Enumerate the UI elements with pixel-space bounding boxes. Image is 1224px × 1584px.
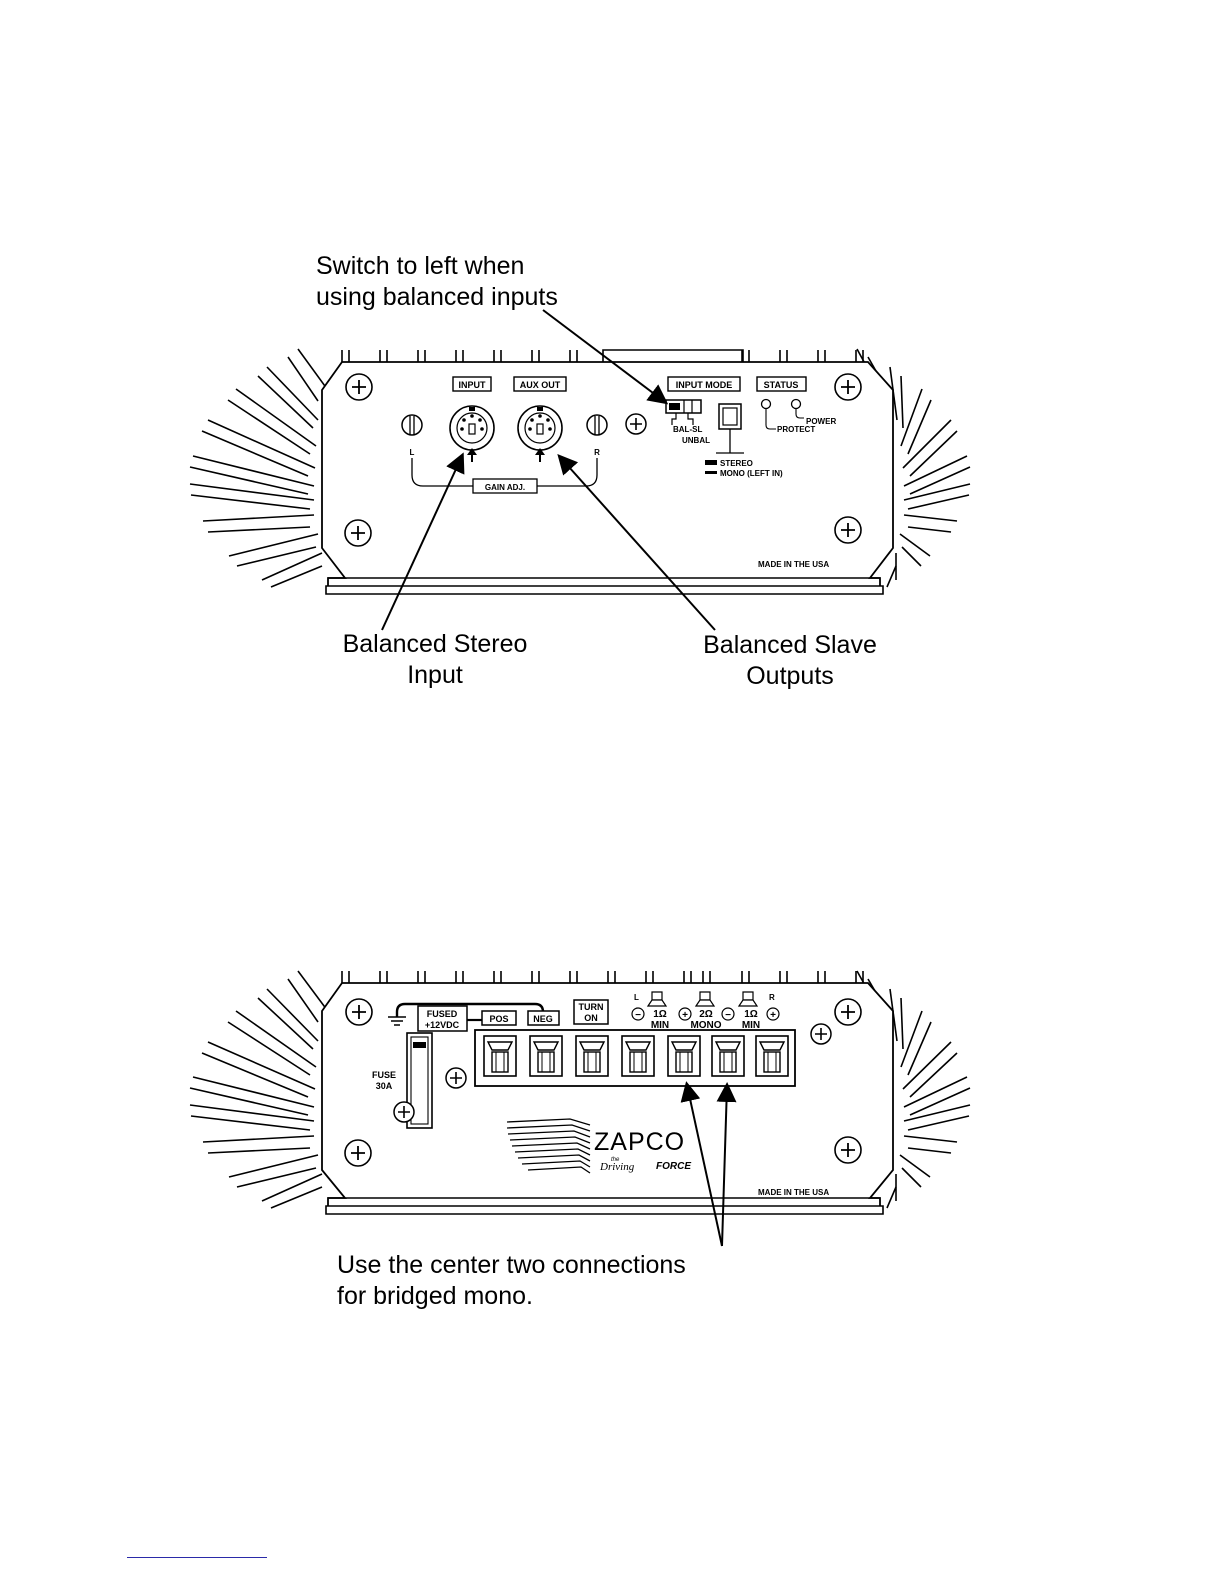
aux-out-din-jack[interactable]: [517, 405, 563, 451]
front-panel: INPUT AUX OUT: [189, 348, 971, 595]
minus-right: −: [725, 1010, 731, 1021]
stereo-mono-push-button[interactable]: [718, 403, 742, 430]
left-heatsink-fins: [189, 348, 331, 588]
input-label: INPUT: [459, 380, 487, 390]
rear-screw-right-small: [810, 1023, 832, 1045]
gain-pot-right[interactable]: [586, 414, 608, 436]
aux-out-label: AUX OUT: [520, 380, 561, 390]
rear-screw-top-left: [345, 998, 373, 1026]
speaker-right-label: R: [769, 993, 775, 1002]
gain-pot-left[interactable]: [401, 414, 423, 436]
gain-right-label: R: [594, 448, 600, 457]
mono-left-in-label: MONO (LEFT IN): [720, 469, 783, 478]
switch-note-line2: using balanced inputs: [316, 283, 558, 311]
gain-left-label: L: [410, 448, 415, 457]
front-callout-arrows: [381, 309, 716, 631]
fuse-label-line2: 30A: [376, 1081, 393, 1091]
switch-note: Switch to left when using balanced input…: [316, 251, 558, 313]
slogan-driving: Driving: [599, 1161, 635, 1173]
rear-screw-bottom-right: [834, 1136, 862, 1164]
rear-screw-bottom-left: [344, 1139, 372, 1167]
slave-outputs-line1: Balanced Slave: [703, 631, 877, 659]
min1-ohm-label: 1Ω: [653, 1009, 667, 1020]
ground-icon: [388, 1002, 545, 1026]
fuse-screw: [393, 1101, 415, 1123]
front-screw-top-right: [834, 373, 862, 401]
plus-right: +: [770, 1010, 776, 1021]
front-screw-small: [625, 413, 647, 435]
terminal-left-minus[interactable]: [621, 1035, 655, 1077]
fuse-label-line1: FUSE: [372, 1070, 396, 1080]
stereo-input-line1: Balanced Stereo: [342, 630, 528, 658]
slogan-the: the: [611, 1157, 620, 1163]
front-screw-bottom-right: [834, 516, 862, 544]
switch-note-line1: Switch to left when: [316, 252, 525, 280]
unbal-label: UNBAL: [682, 436, 710, 445]
rear-right-heatsink-fins: [856, 970, 971, 1209]
bridge-note-line2: for bridged mono.: [337, 1282, 533, 1310]
stereo-input-line2: Input: [407, 661, 463, 689]
protect-label: PROTECT: [777, 425, 815, 434]
min1-min-label: MIN: [651, 1020, 669, 1031]
rear-screw-mid-small: [445, 1067, 467, 1089]
front-screw-top-left: [345, 373, 373, 401]
input-din-jack[interactable]: [449, 405, 495, 451]
gain-adj-label: GAIN ADJ.: [485, 483, 525, 492]
plus-left: +: [682, 1010, 688, 1021]
stereo-label: STEREO: [720, 459, 753, 468]
bridge-note: Use the center two connections for bridg…: [337, 1250, 686, 1312]
turn-on-label-line1: TURN: [579, 1002, 604, 1012]
pos-label: POS: [489, 1014, 508, 1024]
zapco-logo: ZAPCO the Driving FORCE: [506, 1118, 691, 1174]
fused-label-line2: +12VDC: [425, 1020, 460, 1030]
fused-label-line1: FUSED: [427, 1009, 458, 1019]
zapco-brand-text: ZAPCO: [594, 1128, 685, 1156]
rear-callout-arrows: [680, 1081, 737, 1247]
mono-ohm-label: 2Ω: [699, 1009, 713, 1020]
input-mode-slide-switch[interactable]: [665, 399, 702, 414]
rear-made-in-label: MADE IN THE USA: [758, 1188, 829, 1197]
input-mode-label: INPUT MODE: [676, 380, 733, 390]
zapco-logo-stripes: [506, 1118, 591, 1174]
speaker-icons: [646, 991, 759, 1007]
terminal-pos[interactable]: [483, 1035, 517, 1077]
slogan-force: FORCE: [656, 1161, 691, 1172]
rear-left-heatsink-fins: [189, 970, 331, 1209]
protect-led: [760, 398, 772, 410]
bridge-note-line1: Use the center two connections: [337, 1251, 686, 1279]
status-label: STATUS: [764, 380, 799, 390]
terminal-right-minus[interactable]: [711, 1035, 745, 1077]
rear-screw-top-right: [834, 998, 862, 1026]
speaker-left-label: L: [634, 993, 639, 1002]
rear-panel: FUSED +12VDC POS NEG TURN ON L R − + − +…: [189, 970, 971, 1215]
min2-ohm-label: 1Ω: [744, 1009, 758, 1020]
terminal-left-plus[interactable]: [667, 1035, 701, 1077]
minus-left: −: [635, 1010, 641, 1021]
power-led: [790, 398, 802, 410]
min2-min-label: MIN: [742, 1020, 760, 1031]
front-made-in-label: MADE IN THE USA: [758, 560, 829, 569]
slave-outputs-line2: Outputs: [746, 662, 834, 690]
bal-sl-label: BAL-SL: [673, 425, 702, 434]
neg-label: NEG: [533, 1014, 553, 1024]
slave-outputs-note: Balanced Slave Outputs: [690, 630, 890, 692]
fuse-holder[interactable]: [406, 1032, 433, 1129]
turn-on-label-line2: ON: [584, 1013, 598, 1023]
stereo-input-note: Balanced Stereo Input: [330, 629, 540, 691]
footnote-separator: [127, 1557, 267, 1558]
power-label: POWER: [806, 417, 836, 426]
mono-label: MONO: [690, 1020, 721, 1031]
terminal-right-plus[interactable]: [755, 1035, 789, 1077]
terminal-neg[interactable]: [529, 1035, 563, 1077]
front-screw-bottom-left: [344, 519, 372, 547]
terminal-turn-on[interactable]: [575, 1035, 609, 1077]
